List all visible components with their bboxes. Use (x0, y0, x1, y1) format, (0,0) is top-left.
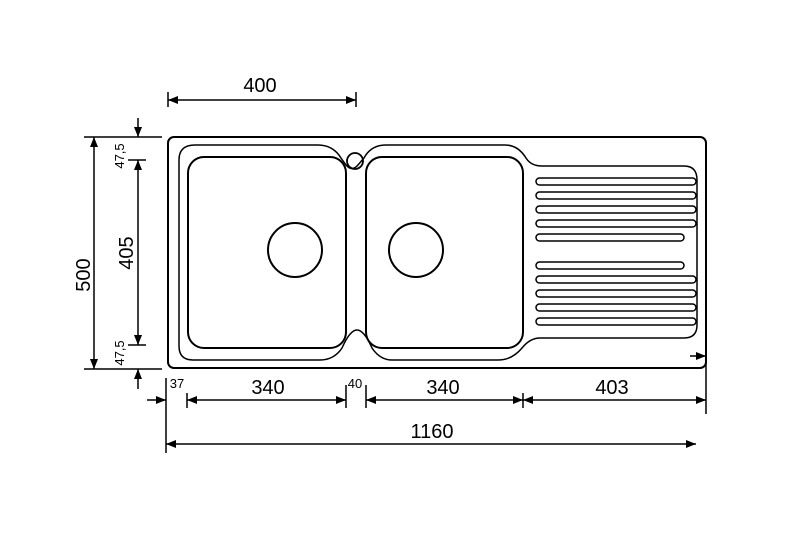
label-overall-height: 500 (73, 258, 95, 291)
label-bowl-height: 405 (116, 236, 138, 269)
drainer-groove (535, 303, 697, 312)
label-drainer-width: 403 (595, 377, 628, 399)
label-bottom-margin: 47,5 (112, 340, 127, 365)
drainer-groove (535, 317, 697, 326)
sink-outer-rim (167, 136, 707, 369)
drainer-groove (535, 261, 685, 270)
drainer-groove (535, 219, 697, 228)
bowl-1 (187, 156, 347, 349)
dimension-labels: 400 500 405 47,5 47,5 37 340 40 340 403 … (73, 75, 629, 443)
label-bowl-2-width: 340 (426, 377, 459, 399)
drainer-groove (535, 275, 697, 284)
sink-inner-rim (178, 144, 698, 361)
drainer-grooves (535, 177, 697, 326)
bowl-2-drain (388, 222, 444, 278)
bowl-1-drain (267, 222, 323, 278)
label-bowl-1-width: 340 (251, 377, 284, 399)
label-left-margin: 37 (170, 376, 184, 391)
sink-body (167, 136, 707, 369)
bowl-2 (365, 156, 524, 349)
label-bowl-gap: 40 (348, 376, 362, 391)
drainer-groove (535, 233, 685, 242)
dimension-lines (84, 92, 707, 453)
label-top-margin: 47,5 (112, 143, 127, 168)
tap-hole (346, 152, 364, 170)
drainer-groove (535, 191, 697, 200)
drainer-groove (535, 205, 697, 214)
drainer-groove (535, 289, 697, 298)
drainer-groove (535, 177, 697, 186)
label-overall-width: 1160 (410, 421, 453, 443)
label-top-offset: 400 (243, 75, 276, 97)
